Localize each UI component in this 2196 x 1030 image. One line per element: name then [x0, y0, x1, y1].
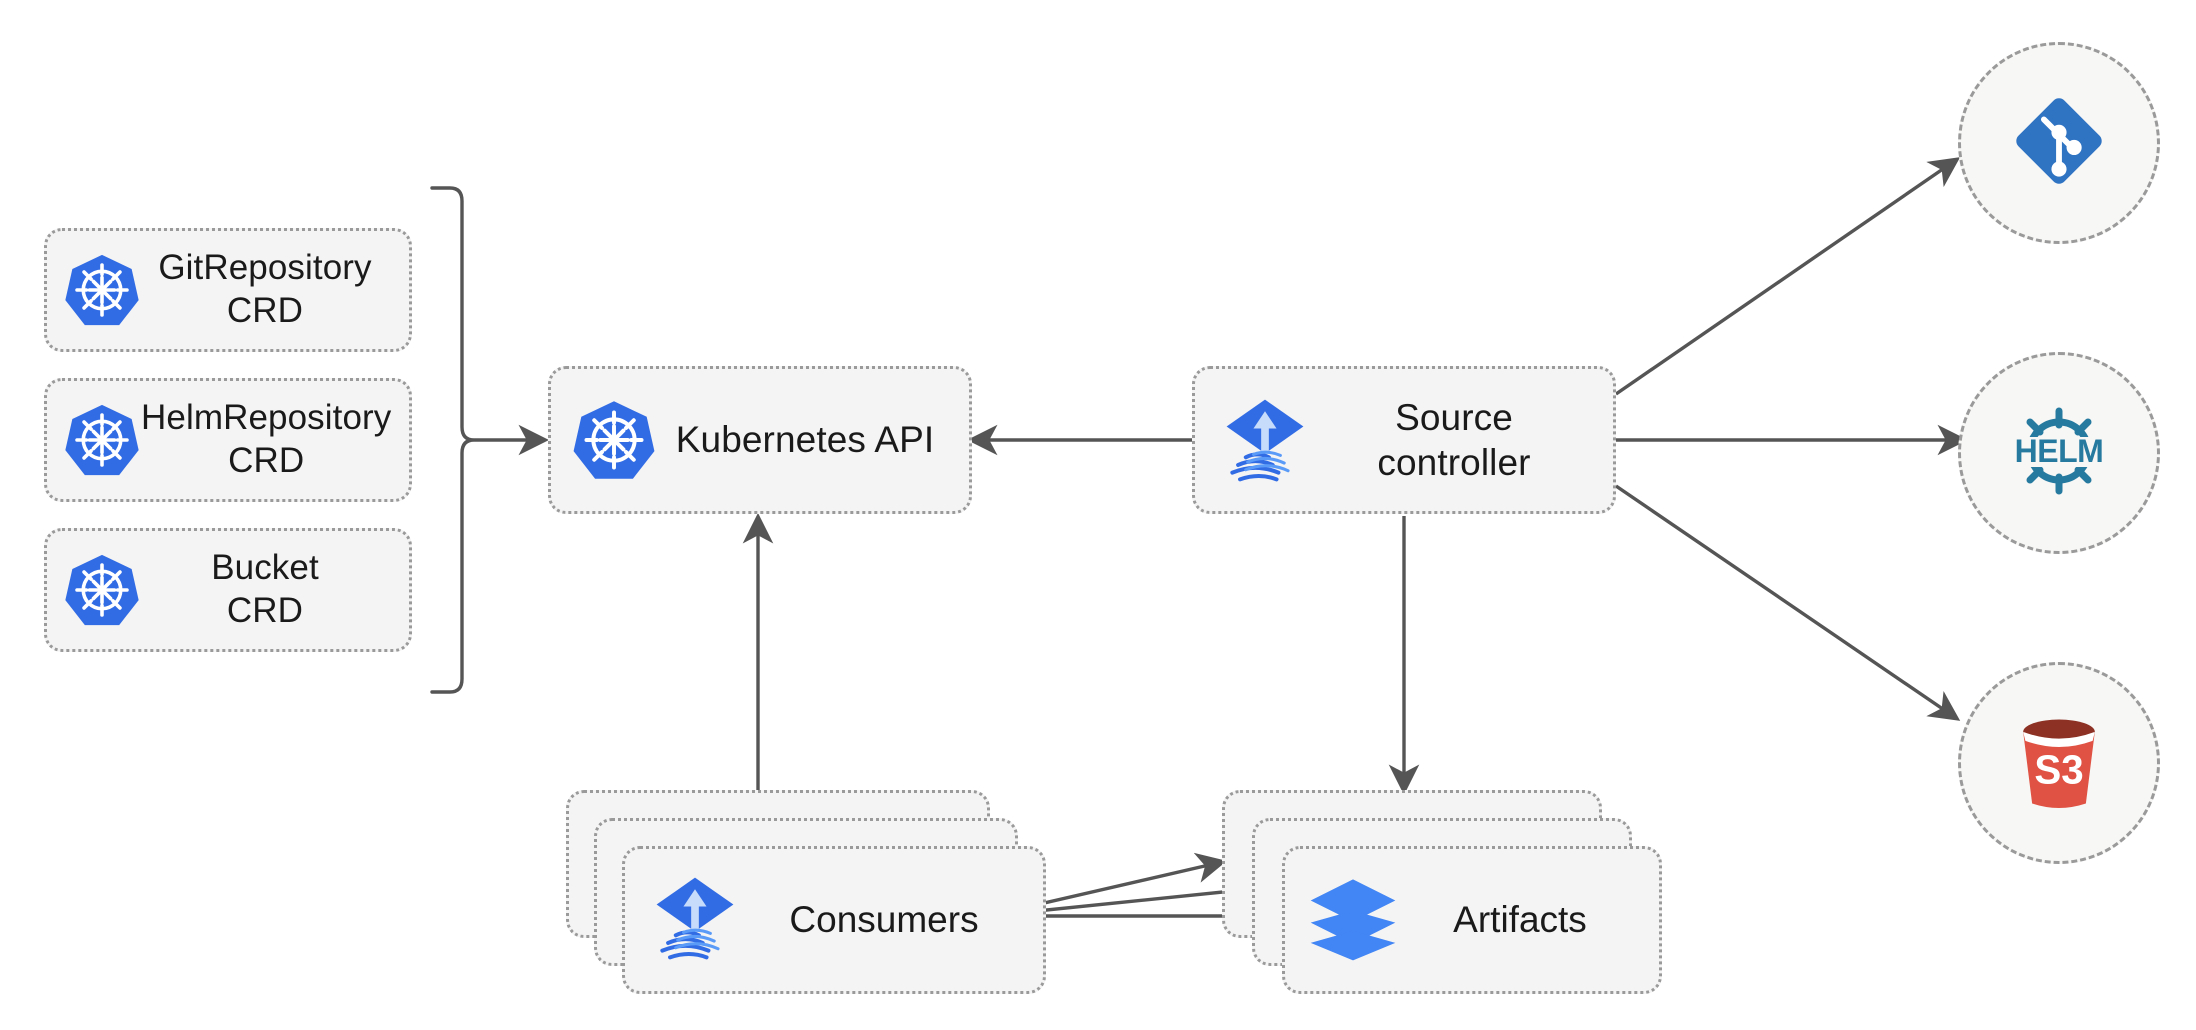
s3-bucket-icon: S3	[2003, 705, 2115, 822]
node-git-source[interactable]	[1958, 42, 2160, 244]
node-gitrepository-crd[interactable]: GitRepository CRD	[44, 228, 412, 352]
kubernetes-icon	[571, 397, 657, 483]
node-source-controller[interactable]: Source controller	[1192, 366, 1616, 514]
flux-icon	[647, 870, 743, 971]
node-kubernetes-api[interactable]: Kubernetes API	[548, 366, 972, 514]
kubernetes-icon	[63, 251, 141, 329]
node-s3-source[interactable]: S3	[1958, 662, 2160, 864]
node-helm-source[interactable]: HELM	[1958, 352, 2160, 554]
edge-source-controller-to-s3	[1615, 484, 1961, 721]
node-helmrepository-crd[interactable]: HelmRepository CRD	[44, 378, 412, 502]
node-bucket-crd[interactable]: Bucket CRD	[44, 528, 412, 652]
kubernetes-icon	[63, 551, 141, 629]
node-label: Artifacts	[1453, 899, 1587, 941]
s3-label: S3	[2034, 746, 2083, 792]
git-icon	[2005, 87, 2113, 200]
crd-group-bracket	[430, 186, 475, 694]
node-label: Kubernetes API	[675, 419, 935, 461]
node-label: Source controller	[1377, 396, 1531, 483]
node-label: GitRepository CRD	[158, 248, 372, 330]
helm-label: HELM	[2015, 433, 2104, 469]
kubernetes-icon	[63, 401, 141, 479]
node-label: HelmRepository CRD	[141, 398, 392, 480]
edge-source-controller-to-git	[1615, 157, 1961, 396]
node-label: Bucket CRD	[211, 548, 319, 630]
helm-icon: HELM	[1999, 391, 2119, 516]
node-label: Consumers	[789, 899, 979, 941]
node-consumers[interactable]: Consumers	[622, 846, 1046, 994]
flux-icon	[1217, 392, 1313, 488]
layers-icon	[1307, 872, 1399, 969]
node-artifacts[interactable]: Artifacts	[1282, 846, 1662, 994]
